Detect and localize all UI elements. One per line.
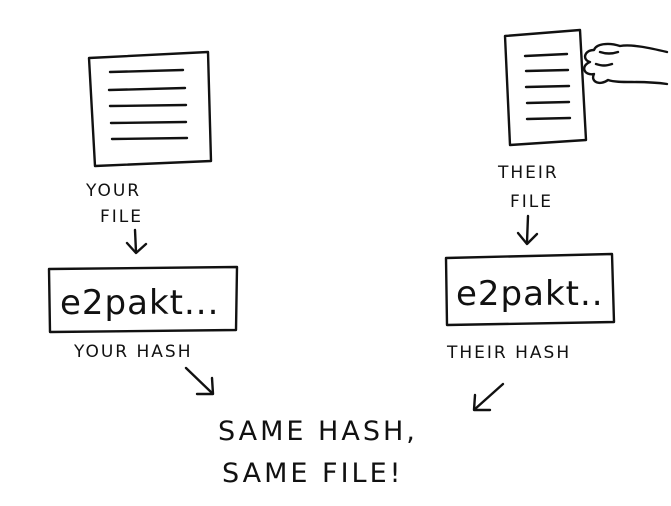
your-file-label-line1: YOUR: [85, 181, 141, 201]
your-hash-label: YOUR HASH: [73, 342, 192, 362]
their-hash-box: e2pakt..: [444, 252, 616, 327]
conclusion-line2: SAME FILE!: [222, 458, 403, 489]
their-file-document-icon: [503, 28, 588, 147]
their-file-label-line1: THEIR: [497, 163, 559, 183]
their-file-label-line2: FILE: [510, 192, 553, 212]
their-file-down-arrow: [516, 214, 539, 246]
your-file-label-line2: FILE: [100, 207, 143, 227]
your-hash-box: e2pakt...: [47, 265, 239, 334]
left-diagonal-arrow: [184, 366, 215, 396]
your-file-down-arrow: [125, 228, 148, 255]
your-file-document-icon: [87, 50, 213, 168]
their-hash-value: e2pakt..: [456, 274, 604, 314]
conclusion-line1: SAME HASH,: [218, 416, 418, 447]
hand-icon: [583, 42, 669, 86]
your-hash-value: e2pakt...: [60, 283, 219, 323]
their-hash-label: THEIR HASH: [446, 343, 571, 363]
right-diagonal-arrow: [472, 382, 505, 412]
